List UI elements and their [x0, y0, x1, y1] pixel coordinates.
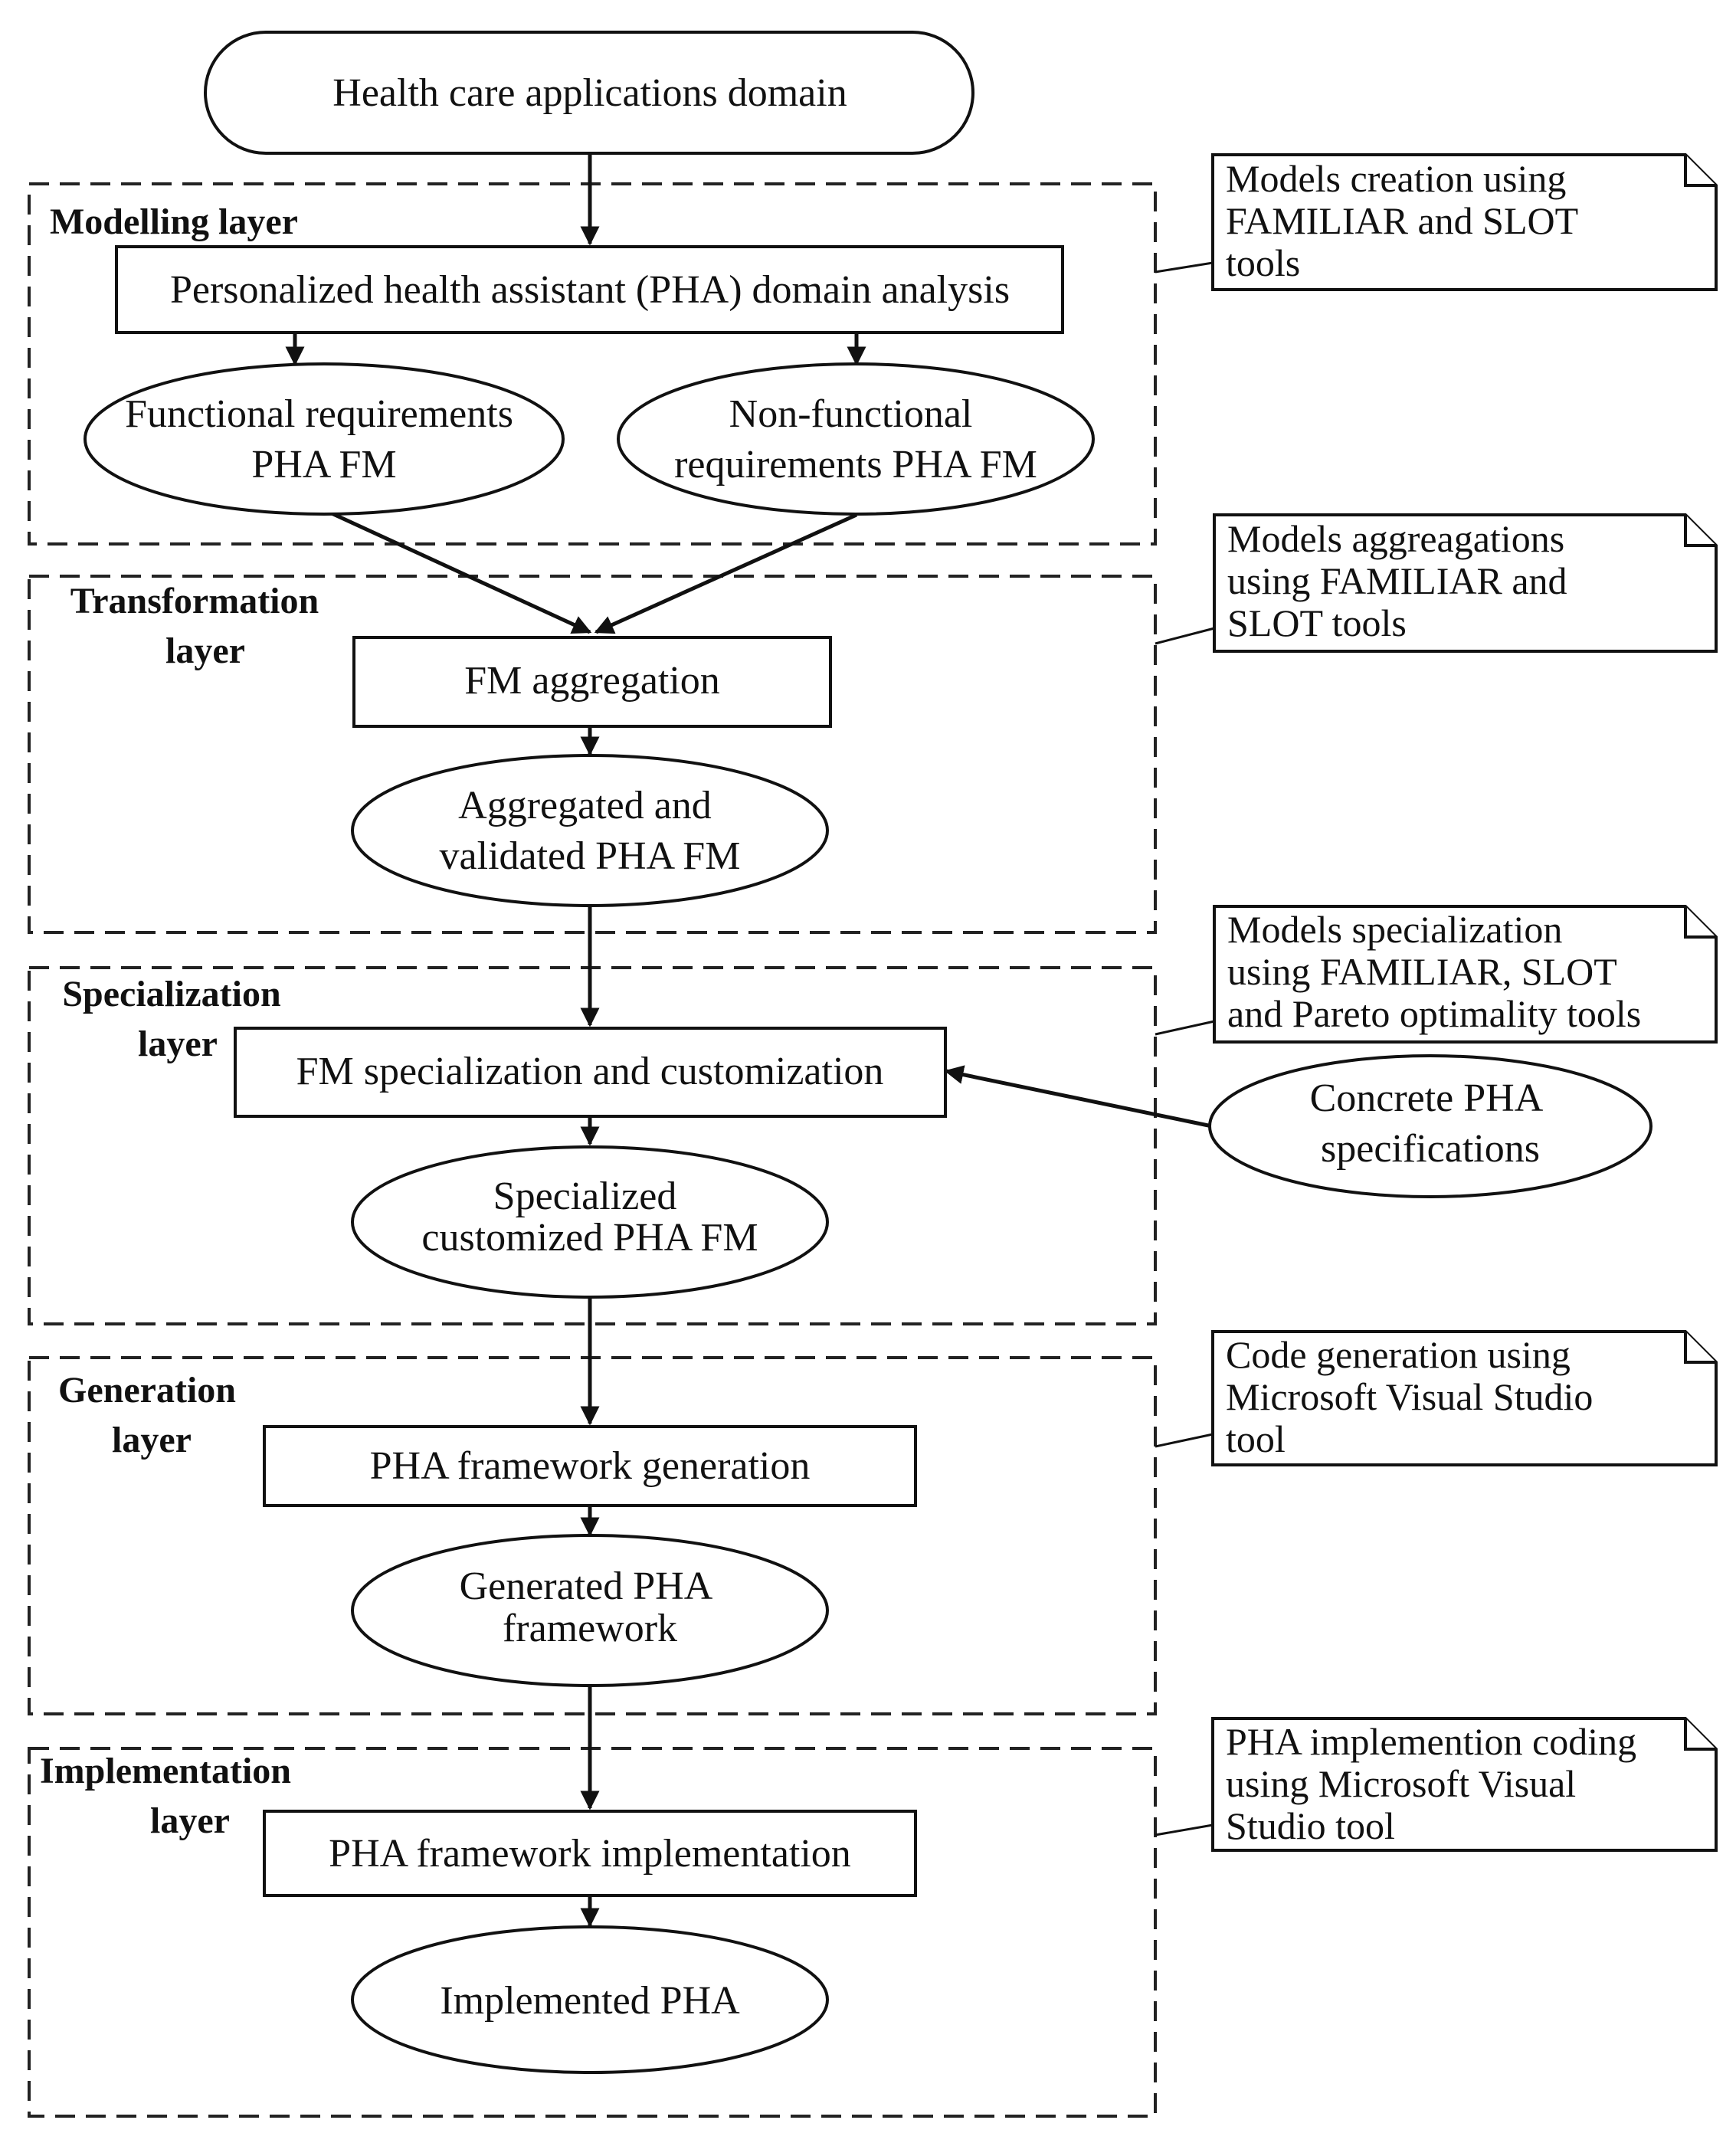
- note-generation: Code generation using Microsoft Visual S…: [1211, 1330, 1718, 1466]
- fm-specialization-label: FM specialization and customization: [296, 1050, 884, 1093]
- specialized-fm-label: Specialized customized PHA FM: [421, 1175, 758, 1260]
- arrow-specs-to-specialization: [944, 1065, 1213, 1129]
- aggregated-fm-ellipse: [351, 754, 829, 907]
- specialization-layer-box: [28, 966, 1157, 1325]
- note-implementation: PHA implemention coding using Microsoft …: [1211, 1717, 1718, 1852]
- generation-layer-box: [28, 1356, 1157, 1715]
- transformation-layer-label: Transformation layer: [70, 581, 328, 671]
- start-terminal: [204, 31, 974, 155]
- note-specialization-text: Models specialization using FAMILIAR, SL…: [1227, 908, 1641, 1035]
- framework-implementation-box: [263, 1810, 917, 1897]
- concrete-specs-label: Concrete PHA specifications: [1310, 1076, 1551, 1171]
- note-modelling: Models creation using FAMILIAR and SLOT …: [1211, 153, 1718, 291]
- specialization-layer-label: Specialization layer: [62, 974, 290, 1064]
- arrow-functional-to-aggregation: [322, 507, 592, 634]
- generated-framework-label: Generated PHA framework: [460, 1565, 721, 1650]
- note-transformation-text: Models aggreagations using FAMILIAR and …: [1227, 517, 1577, 644]
- note-connector-generation: [1155, 1433, 1214, 1448]
- note-connector-implementation: [1155, 1823, 1214, 1836]
- functional-fm-label: Functional requirements PHA FM: [125, 392, 523, 487]
- note-connector-specialization: [1155, 1020, 1215, 1036]
- arrow-nonfunctional-to-aggregation: [594, 513, 858, 634]
- fm-aggregation-label: FM aggregation: [464, 659, 720, 703]
- functional-fm-ellipse: [84, 362, 565, 516]
- nonfunctional-fm-ellipse: [617, 362, 1095, 516]
- transformation-layer-box: [28, 575, 1157, 934]
- implemented-pha-ellipse: [351, 1925, 829, 2074]
- domain-analysis-box: [115, 245, 1064, 334]
- fm-specialization-box: [234, 1027, 947, 1118]
- note-implementation-text: PHA implemention coding using Microsoft …: [1226, 1720, 1646, 1847]
- aggregated-fm-label: Aggregated and validated PHA FM: [440, 784, 741, 878]
- implementation-layer-label: Implementation layer: [40, 1751, 300, 1841]
- fm-aggregation-box: [352, 636, 832, 728]
- modelling-layer-label: Modelling layer: [50, 202, 298, 242]
- note-transformation: Models aggreagations using FAMILIAR and …: [1213, 513, 1718, 653]
- note-generation-text: Code generation using Microsoft Visual S…: [1226, 1333, 1603, 1460]
- implementation-layer-box: [28, 1747, 1157, 2118]
- generated-framework-ellipse: [351, 1534, 829, 1687]
- specialized-fm-ellipse: [351, 1145, 829, 1299]
- note-connector-transformation: [1155, 627, 1215, 645]
- framework-generation-box: [263, 1425, 917, 1507]
- note-connector-modelling: [1155, 261, 1214, 274]
- note-modelling-text: Models creation using FAMILIAR and SLOT …: [1226, 157, 1587, 284]
- implemented-pha-label: Implemented PHA: [440, 1979, 740, 2023]
- note-specialization: Models specialization using FAMILIAR, SL…: [1213, 905, 1718, 1044]
- start-terminal-label: Health care applications domain: [332, 71, 847, 115]
- concrete-specs-ellipse: [1208, 1054, 1652, 1198]
- framework-implementation-label: PHA framework implementation: [329, 1832, 851, 1876]
- nonfunctional-fm-label: Non-functional requirements PHA FM: [674, 392, 1037, 487]
- modelling-layer-box: [28, 182, 1157, 546]
- generation-layer-label: Generation layer: [58, 1370, 245, 1460]
- framework-generation-label: PHA framework generation: [370, 1444, 811, 1488]
- domain-analysis-label: Personalized health assistant (PHA) doma…: [170, 268, 1010, 312]
